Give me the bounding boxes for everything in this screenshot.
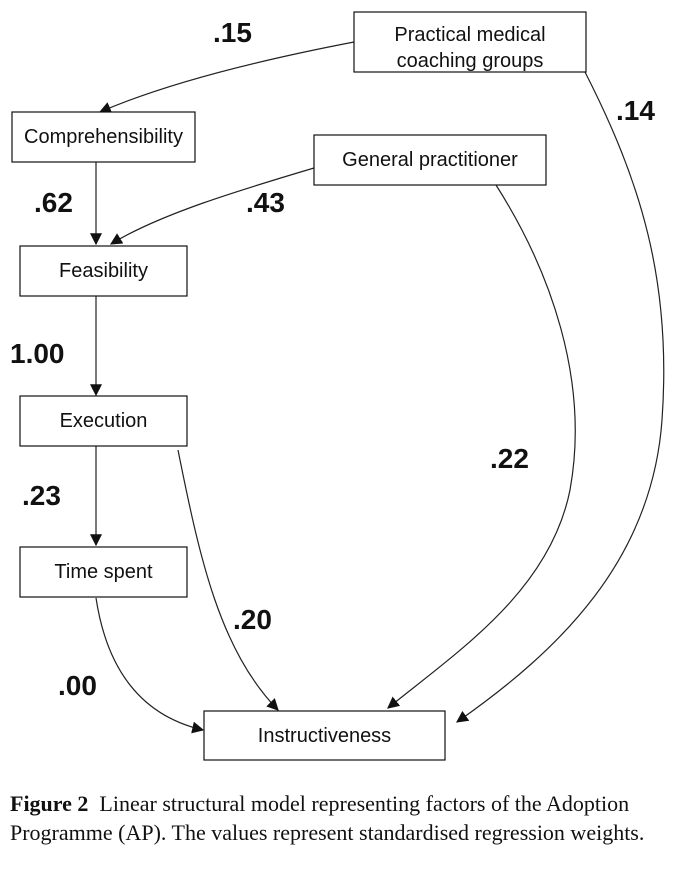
figure-caption: Figure 2 Linear structural model represe… [10,789,670,847]
weight-general-to-feasibility: .43 [246,187,285,218]
weight-comprehensibility-to-feasibility: .62 [34,187,73,218]
edge-general-to-feasibility [109,167,315,245]
weight-execution-to-instructiveness: .20 [233,604,272,635]
weight-execution-to-time-spent: .23 [22,480,61,511]
caption-label: Figure 2 [10,791,89,816]
node-instructiveness: Instructiveness [203,710,446,761]
path-diagram: Practical medical coaching groups Compre… [10,11,665,761]
node-label: Time spent [54,561,153,583]
node-label: General practitioner [342,149,518,171]
edge-practical-to-comprehensibility [98,41,355,114]
edge-time-spent-to-instructiveness [95,597,205,734]
node-label: Instructiveness [258,725,391,747]
node-practical-medical-coaching-groups: Practical medical coaching groups [353,11,587,73]
weight-feasibility-to-execution: 1.00 [10,338,65,369]
edge-practical-to-instructiveness [456,71,665,723]
node-execution: Execution [19,395,188,447]
weight-time-spent-to-instructiveness: .00 [58,670,97,701]
edge-execution-to-instructiveness [177,449,279,711]
node-time-spent: Time spent [19,546,188,598]
node-feasibility: Feasibility [19,245,188,297]
weight-general-to-instructiveness: .22 [490,443,529,474]
weight-practical-to-instructiveness: .14 [616,95,655,126]
node-label-line-1: Practical medical [394,24,545,46]
node-general-practitioner: General practitioner [313,134,547,186]
node-comprehensibility: Comprehensibility [11,111,196,163]
node-label: Feasibility [59,260,148,282]
node-label: Comprehensibility [24,126,183,148]
node-label: Execution [60,410,148,432]
node-label-line-2: coaching groups [397,50,544,72]
weight-practical-to-comprehensibility: .15 [213,17,252,48]
caption-text: Linear structural model representing fac… [10,791,645,845]
edge-general-to-instructiveness [387,184,576,709]
